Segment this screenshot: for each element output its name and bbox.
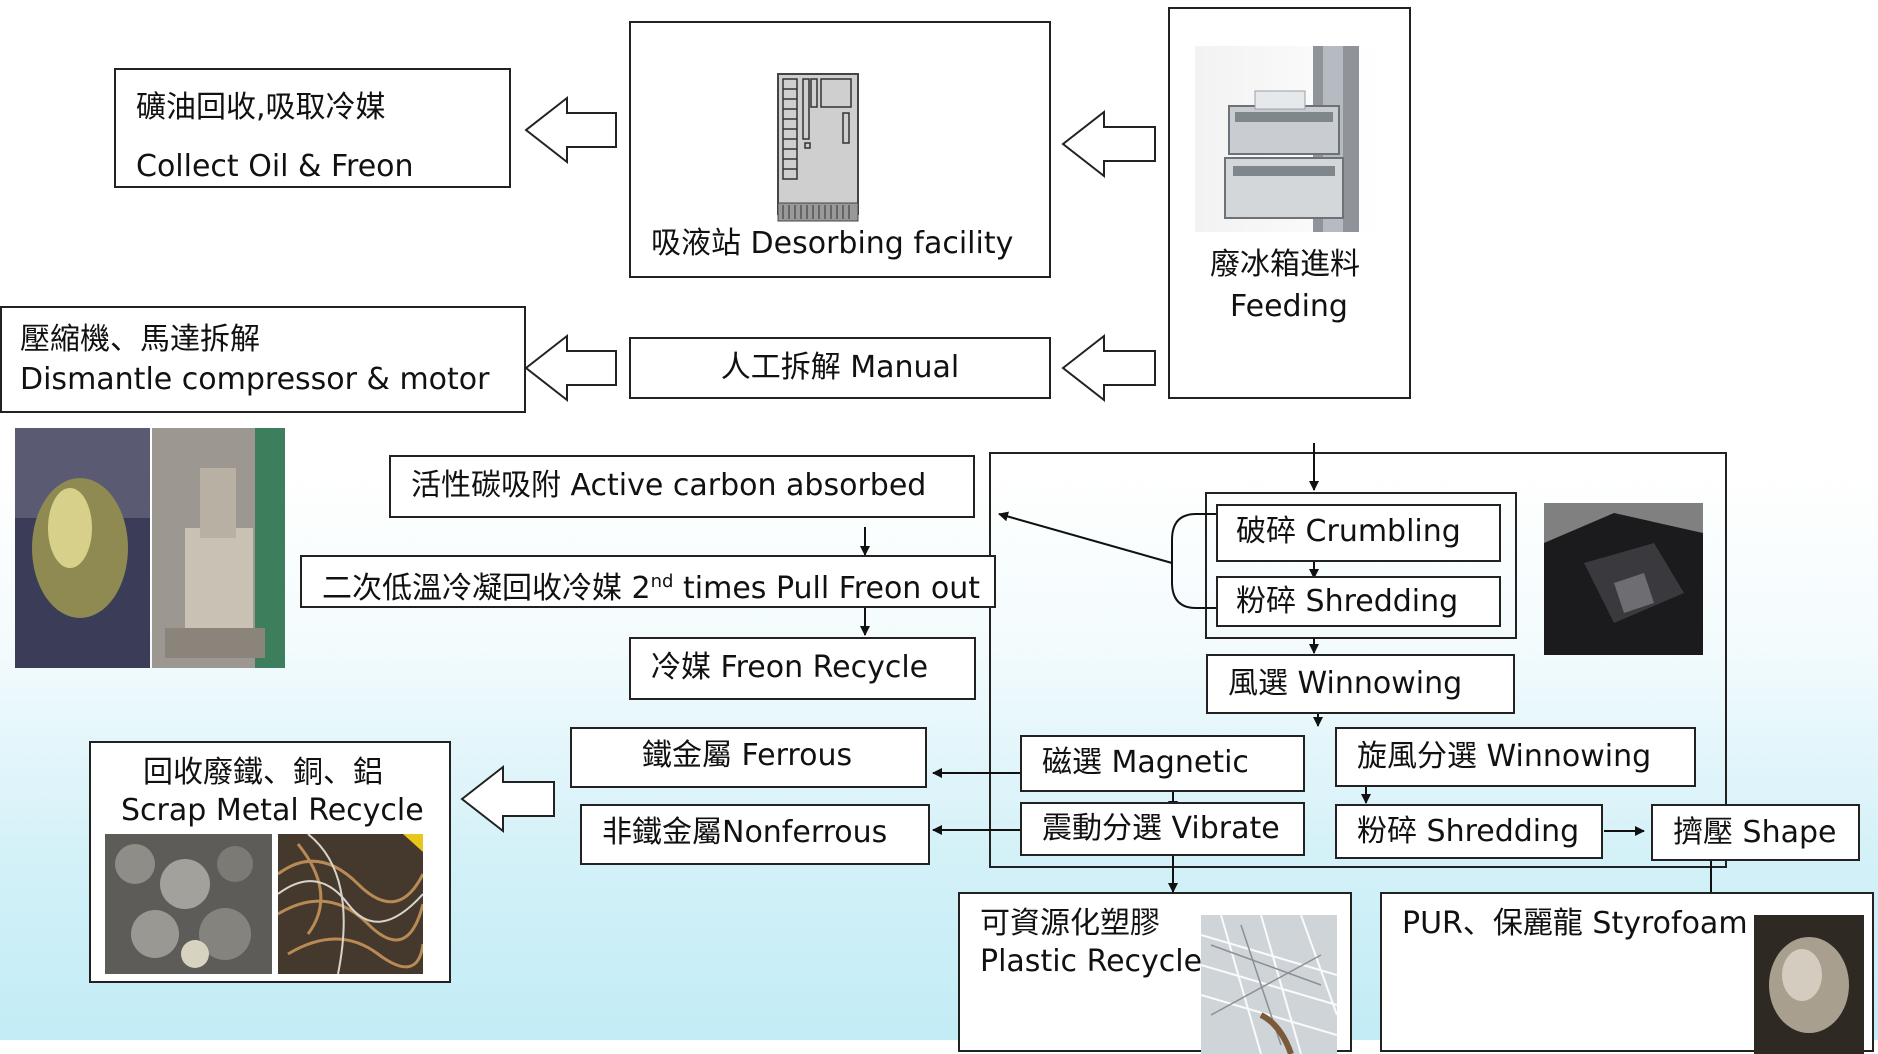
scrap-metal-label-cn: 回收廢鐵、銅、鋁 — [143, 755, 383, 790]
active-carbon-label: 活性碳吸附 Active carbon absorbed — [411, 468, 927, 503]
scrap-iron-photo — [105, 834, 272, 974]
hollow-arrow-desorb-to-oil — [524, 95, 617, 165]
plastic-baskets-photo — [1201, 915, 1337, 1054]
shredding-label-1: 粉碎 Shredding — [1236, 584, 1459, 619]
hollow-arrow-feed-to-desorb — [1061, 109, 1156, 179]
cyclone-winnowing-box: 旋風分選 Winnowing — [1335, 727, 1696, 787]
scrap-metal-label-en: Scrap Metal Recycle — [121, 793, 424, 828]
magnetic-label: 磁選 Magnetic — [1042, 745, 1249, 780]
compressor-label-en: Dismantle compressor & motor — [20, 362, 490, 397]
nonferrous-box: 非鐵金屬Nonferrous — [580, 804, 930, 865]
shredding-box-1: 粉碎 Shredding — [1216, 576, 1501, 627]
ferrous-label: 鐵金屬 Ferrous — [642, 738, 853, 773]
feeding-box: 廢冰箱進料 Feeding — [1168, 7, 1411, 399]
oil-freon-box: 礦油回收,吸取冷媒 Collect Oil & Freon — [114, 68, 511, 188]
freon-second-pull-pre: 二次低溫冷凝回收冷媒 2 — [322, 571, 651, 606]
compressor-label-cn: 壓縮機、馬達拆解 — [20, 322, 260, 357]
scrap-copper-wire-photo — [278, 834, 423, 974]
crumbling-box: 破碎 Crumbling — [1216, 504, 1501, 562]
oil-freon-label-en: Collect Oil & Freon — [136, 149, 414, 184]
processing-frame — [989, 452, 1727, 868]
cyclone-winnowing-label: 旋風分選 Winnowing — [1357, 739, 1652, 774]
freon-recycle-label: 冷媒 Freon Recycle — [651, 650, 929, 685]
refrigerator-photo — [1195, 46, 1383, 232]
desorbing-facility-label: 吸液站 Desorbing facility — [651, 226, 1014, 261]
freon-second-pull-sup: nd — [650, 571, 674, 592]
styrofoam-block-photo — [1754, 915, 1864, 1054]
freon-second-pull-label: 二次低溫冷凝回收冷媒 2nd times Pull Freon out — [322, 564, 980, 607]
scrap-metal-box: 回收廢鐵、銅、鋁 Scrap Metal Recycle — [89, 741, 451, 983]
hollow-arrow-to-scrap — [460, 764, 555, 834]
nonferrous-label: 非鐵金屬Nonferrous — [602, 815, 888, 850]
vibrate-label: 震動分選 Vibrate — [1042, 811, 1280, 846]
manual-label: 人工拆解 Manual — [720, 350, 960, 385]
oil-freon-label-cn: 礦油回收,吸取冷媒 — [136, 90, 386, 125]
feeding-label-cn: 廢冰箱進料 — [1210, 247, 1360, 282]
crumbling-label: 破碎 Crumbling — [1236, 514, 1461, 549]
desorbing-facility-box: 吸液站 Desorbing facility — [629, 21, 1051, 278]
desorbing-machine-icon — [777, 73, 859, 222]
feeding-label-en: Feeding — [1230, 289, 1348, 324]
plastic-recycle-box: 可資源化塑膠 Plastic Recycle — [958, 892, 1352, 1054]
compressor-motor-photo — [15, 428, 285, 668]
shredding-box-2: 粉碎 Shredding — [1335, 804, 1603, 859]
pur-styrofoam-box: PUR、保麗龍 Styrofoam — [1380, 892, 1874, 1054]
winnowing-box-1: 風選 Winnowing — [1206, 654, 1515, 714]
shape-label: 擠壓 Shape — [1673, 815, 1837, 850]
active-carbon-box: 活性碳吸附 Active carbon absorbed — [389, 455, 975, 518]
vibrate-box: 震動分選 Vibrate — [1020, 802, 1305, 856]
hollow-arrow-manual-to-compressor — [524, 333, 617, 403]
hollow-arrow-feed-to-manual — [1061, 333, 1156, 403]
arrow-to-carbon — [998, 511, 1173, 564]
plastic-recycle-label-en: Plastic Recycle — [980, 944, 1203, 979]
compressor-motor-box: 壓縮機、馬達拆解 Dismantle compressor & motor — [0, 306, 526, 413]
freon-recycle-box: 冷媒 Freon Recycle — [629, 637, 976, 700]
ferrous-box: 鐵金屬 Ferrous — [570, 727, 927, 788]
magnetic-box: 磁選 Magnetic — [1020, 735, 1305, 792]
freon-second-pull-post: times Pull Freon out — [673, 571, 980, 606]
manual-box: 人工拆解 Manual — [629, 337, 1051, 399]
winnowing-label-1: 風選 Winnowing — [1228, 666, 1463, 701]
shape-box: 擠壓 Shape — [1651, 804, 1860, 861]
plastic-recycle-label-cn: 可資源化塑膠 — [980, 906, 1160, 941]
crushed-material-photo — [1544, 503, 1703, 655]
pur-styrofoam-label: PUR、保麗龍 Styrofoam — [1402, 906, 1748, 941]
crush-group-frame — [1205, 492, 1517, 639]
freon-second-pull-box: 二次低溫冷凝回收冷媒 2nd times Pull Freon out — [300, 555, 996, 608]
shredding-label-2: 粉碎 Shredding — [1357, 814, 1580, 849]
bracket-crumble-shred — [1171, 513, 1216, 609]
